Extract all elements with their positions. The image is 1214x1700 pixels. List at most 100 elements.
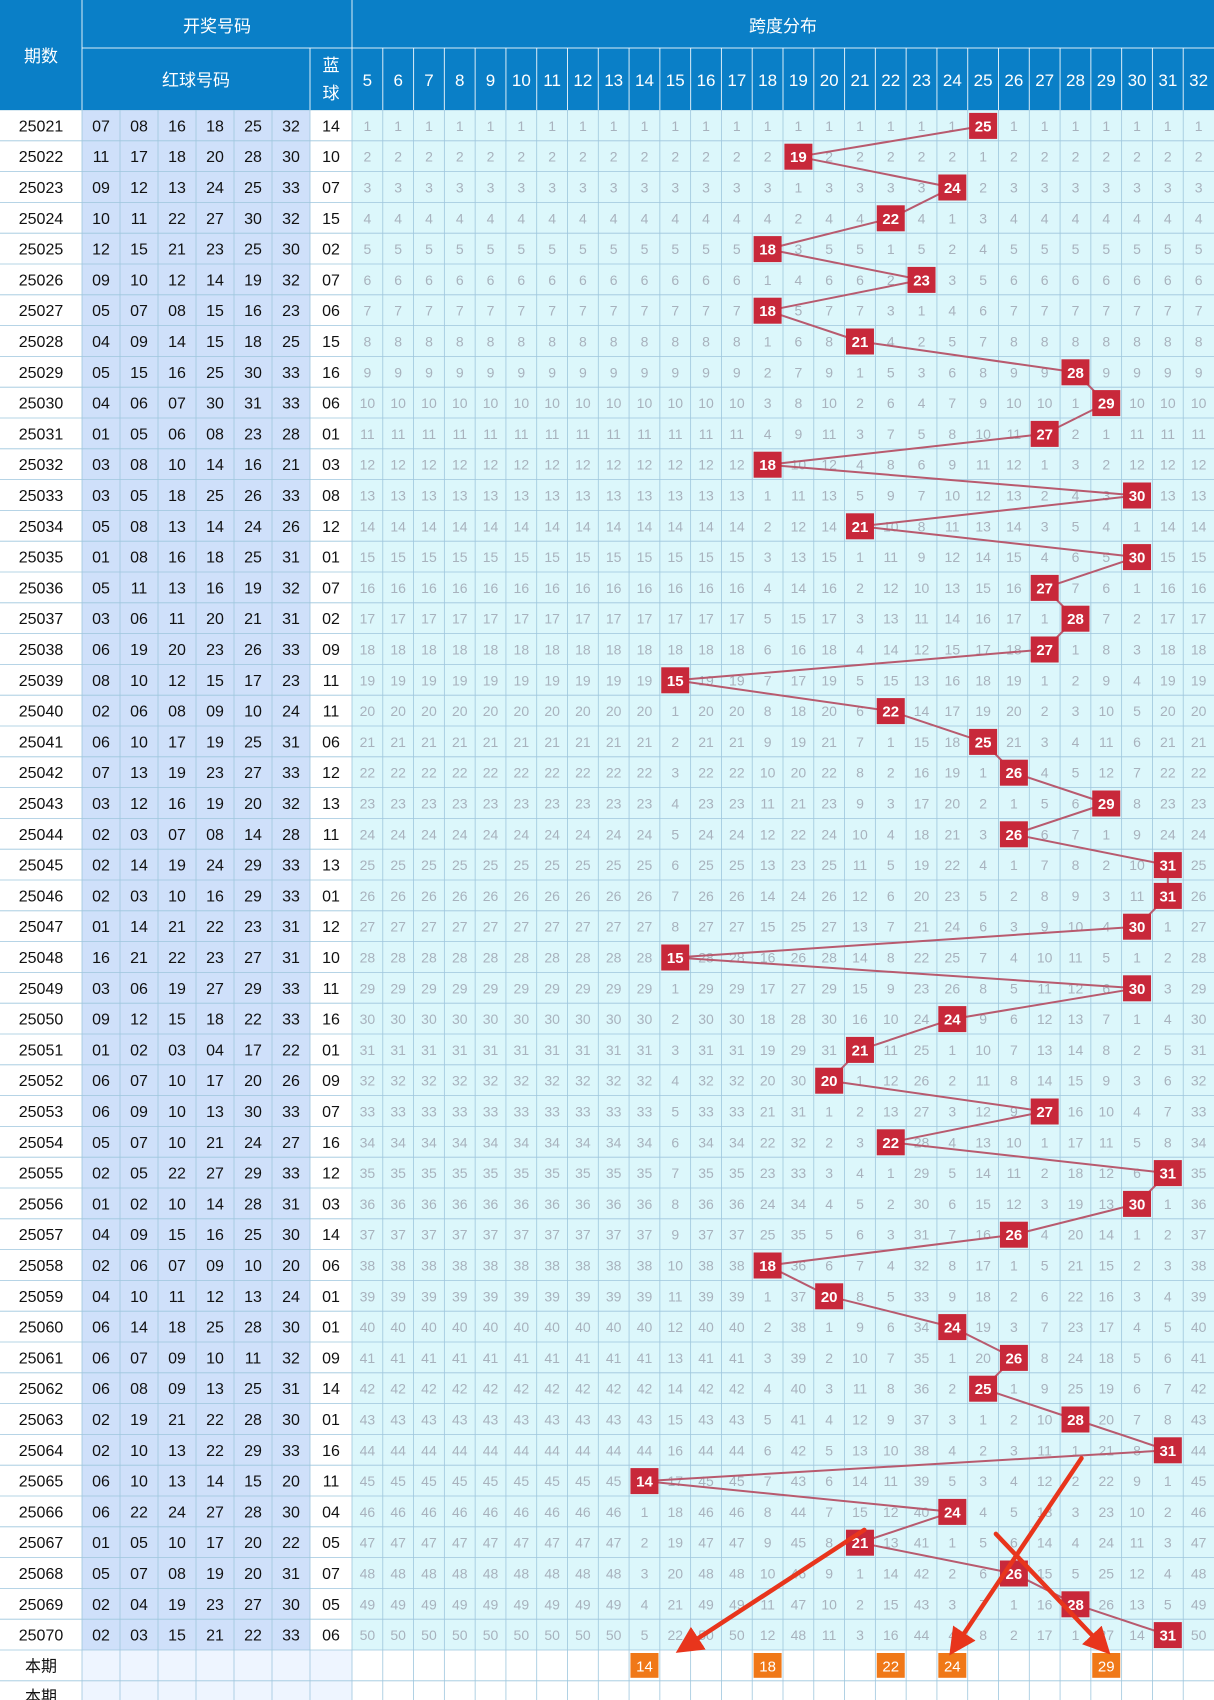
span-hit-value: 20 bbox=[821, 1289, 838, 1306]
omission-count: 46 bbox=[483, 1504, 499, 1520]
omission-count: 38 bbox=[698, 1258, 714, 1274]
span-hit-value: 25 bbox=[975, 1381, 992, 1398]
blue-ball-number: 11 bbox=[323, 673, 340, 690]
red-ball-number: 10 bbox=[244, 1258, 262, 1275]
omission-count: 8 bbox=[948, 1258, 956, 1274]
omission-count: 19 bbox=[914, 857, 930, 873]
red-ball-number: 20 bbox=[168, 642, 186, 659]
red-ball-number: 23 bbox=[206, 242, 224, 259]
span-column-label: 21 bbox=[851, 71, 870, 90]
span-hit-value: 21 bbox=[852, 1042, 869, 1059]
omission-count: 43 bbox=[421, 1412, 437, 1428]
omission-count: 1 bbox=[456, 118, 464, 134]
omission-count: 30 bbox=[821, 1011, 837, 1027]
trend-line-segment bbox=[767, 248, 922, 281]
span-column-label: 5 bbox=[363, 71, 372, 90]
omission-count: 35 bbox=[452, 1165, 468, 1181]
omission-count: 19 bbox=[1068, 1196, 1084, 1212]
omission-count: 2 bbox=[1195, 149, 1203, 165]
omission-count: 6 bbox=[363, 272, 371, 288]
omission-count: 24 bbox=[698, 826, 714, 842]
omission-count: 43 bbox=[914, 1596, 930, 1612]
omission-count: 47 bbox=[575, 1535, 591, 1551]
omission-count: 2 bbox=[887, 765, 895, 781]
omission-count: 34 bbox=[791, 1196, 807, 1212]
omission-count: 15 bbox=[883, 1596, 899, 1612]
omission-count: 8 bbox=[671, 334, 679, 350]
omission-count: 10 bbox=[667, 1258, 683, 1274]
period-number: 25040 bbox=[19, 704, 64, 721]
omission-count: 4 bbox=[548, 210, 556, 226]
omission-count: 15 bbox=[637, 549, 653, 565]
red-ball-number: 31 bbox=[282, 1381, 300, 1398]
omission-count: 24 bbox=[914, 1011, 930, 1027]
omission-count: 4 bbox=[1072, 210, 1080, 226]
span-column-label: 10 bbox=[512, 71, 531, 90]
red-ball-number: 29 bbox=[244, 1166, 262, 1183]
omission-count: 48 bbox=[729, 1566, 745, 1582]
omission-count: 14 bbox=[1006, 518, 1022, 534]
omission-count: 2 bbox=[425, 149, 433, 165]
omission-count: 22 bbox=[360, 765, 376, 781]
span-column-label: 32 bbox=[1189, 71, 1208, 90]
red-ball-number: 07 bbox=[168, 1258, 186, 1275]
omission-count: 24 bbox=[452, 826, 468, 842]
omission-count: 21 bbox=[1191, 734, 1207, 750]
omission-count: 3 bbox=[363, 180, 371, 196]
omission-count: 9 bbox=[1164, 364, 1172, 380]
omission-count: 20 bbox=[544, 703, 560, 719]
omission-count: 45 bbox=[452, 1473, 468, 1489]
omission-count: 11 bbox=[483, 426, 498, 442]
omission-count: 12 bbox=[791, 518, 807, 534]
omission-count: 1 bbox=[764, 334, 772, 350]
omission-count: 1 bbox=[764, 1288, 772, 1304]
red-ball-number: 09 bbox=[92, 180, 110, 197]
omission-count: 5 bbox=[979, 272, 987, 288]
omission-count: 31 bbox=[1191, 1042, 1207, 1058]
omission-count: 47 bbox=[360, 1535, 376, 1551]
red-ball-number: 06 bbox=[92, 1350, 110, 1367]
red-ball-number: 17 bbox=[130, 149, 148, 166]
omission-count: 15 bbox=[452, 549, 468, 565]
omission-count: 43 bbox=[514, 1412, 530, 1428]
red-ball-number: 32 bbox=[282, 118, 300, 135]
omission-count: 2 bbox=[1133, 1258, 1141, 1274]
blue-ball-number: 06 bbox=[322, 734, 340, 751]
omission-count: 33 bbox=[606, 1104, 622, 1120]
omission-count: 10 bbox=[852, 1350, 868, 1366]
omission-count: 8 bbox=[1164, 1412, 1172, 1428]
omission-count: 16 bbox=[1191, 580, 1207, 596]
span-column-label: 16 bbox=[697, 71, 716, 90]
omission-count: 47 bbox=[421, 1535, 437, 1551]
red-ball-number: 06 bbox=[92, 1104, 110, 1121]
omission-count: 47 bbox=[452, 1535, 468, 1551]
red-ball-number: 09 bbox=[130, 1104, 148, 1121]
footer-row-label: 本期 bbox=[25, 1657, 57, 1675]
red-ball-number: 08 bbox=[206, 827, 224, 844]
omission-count: 3 bbox=[671, 765, 679, 781]
omission-count: 5 bbox=[948, 334, 956, 350]
omission-count: 2 bbox=[1072, 672, 1080, 688]
omission-count: 12 bbox=[575, 457, 591, 473]
red-ball-number: 05 bbox=[92, 365, 110, 382]
blue-ball-number: 01 bbox=[322, 1320, 340, 1337]
red-ball-number: 05 bbox=[92, 1566, 110, 1583]
omission-count: 38 bbox=[390, 1258, 406, 1274]
omission-count: 8 bbox=[1072, 857, 1080, 873]
omission-count: 38 bbox=[452, 1258, 468, 1274]
omission-count: 6 bbox=[641, 272, 649, 288]
omission-count: 2 bbox=[1010, 1288, 1018, 1304]
red-ball-number: 08 bbox=[130, 550, 148, 567]
omission-count: 12 bbox=[1037, 1011, 1053, 1027]
omission-count: 13 bbox=[667, 1350, 683, 1366]
omission-count: 32 bbox=[637, 1073, 653, 1089]
omission-count: 46 bbox=[575, 1504, 591, 1520]
span-hit-value: 28 bbox=[1067, 1412, 1084, 1429]
omission-count: 13 bbox=[852, 919, 868, 935]
omission-count: 23 bbox=[390, 796, 406, 812]
omission-count: 46 bbox=[421, 1504, 437, 1520]
omission-count: 8 bbox=[948, 426, 956, 442]
omission-count: 49 bbox=[360, 1596, 376, 1612]
period-column-bg bbox=[0, 110, 82, 1700]
omission-count: 2 bbox=[671, 734, 679, 750]
